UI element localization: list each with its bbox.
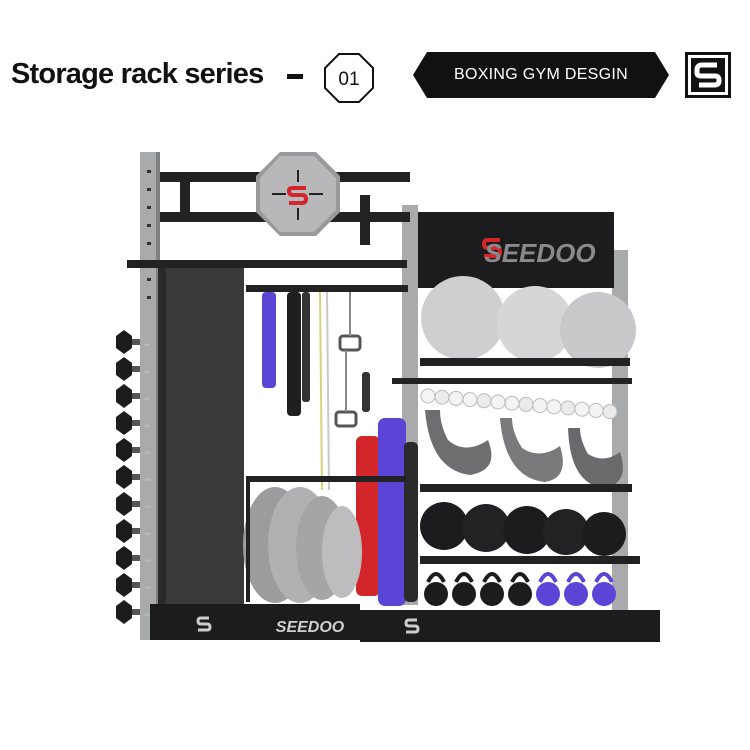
kettlebell [452, 572, 476, 606]
weight-plates [243, 476, 406, 603]
small-ball [448, 390, 464, 406]
kettlebell [424, 572, 448, 606]
small-ball [462, 392, 478, 408]
kettlebell [592, 572, 616, 606]
dumbbell: 10lb [116, 438, 152, 462]
dumbbell-weight-label: 15lb [143, 558, 151, 563]
dumbbell: 12lb [116, 492, 152, 516]
dumbbell-weight-label: 15lb [143, 531, 151, 536]
dumbbell: 10lb [116, 465, 152, 489]
target-pad [256, 152, 340, 236]
dumbbell: 20lb [116, 600, 152, 624]
dumbbell: 15lb [116, 519, 152, 543]
floor-mat-panel [158, 268, 244, 608]
small-ball [434, 389, 450, 405]
base-brand: SEEDOO [276, 619, 345, 636]
small-ball [574, 401, 590, 417]
kettlebells [424, 572, 616, 606]
small-ball [420, 388, 436, 404]
dumbbell-weight-label: 10lb [143, 477, 151, 482]
dumbbell-weight-label: 8lb [144, 396, 150, 401]
dumbbell-weight-label: 20lb [143, 612, 151, 617]
dumbbell: 8lb [116, 384, 150, 408]
dumbbell: 5lb [116, 357, 150, 381]
dumbbell-weight-label: 12lb [143, 504, 151, 509]
dumbbell-weight-label: 5lb [144, 342, 150, 347]
small-ball [546, 399, 562, 415]
dumbbell-weight-label: 8lb [144, 423, 150, 428]
small-ball [490, 394, 506, 410]
dumbbell-weight-label: 10lb [143, 450, 151, 455]
series-number-badge: 01 [324, 53, 374, 103]
dumbbell: 20lb [116, 573, 152, 597]
medicine-balls [420, 502, 640, 564]
top-brand-sign: SEEDOO [418, 212, 614, 288]
bands-hanger [246, 285, 408, 491]
small-ball [560, 400, 576, 416]
dumbbell: 8lb [116, 411, 150, 435]
page-title: Storage rack series [11, 58, 264, 90]
dumbbell-weight-label: 5lb [144, 369, 150, 374]
series-number: 01 [338, 69, 359, 90]
small-ball [532, 398, 548, 414]
kettlebell [508, 572, 532, 606]
small-ball [504, 395, 520, 411]
category-pill [413, 52, 669, 98]
title-dash [287, 74, 303, 79]
storage-rack-illustration: 5lb 5lb 8lb 8lb 10lb 10lb 12lb 15lb 15lb 20lb 20lb… [116, 152, 660, 642]
top-sign-brand: SEEDOO [484, 238, 595, 268]
rack-base: SEEDOO [150, 604, 660, 642]
kettlebell [480, 572, 504, 606]
small-balls-row [392, 378, 632, 420]
seedoo-s-logo-icon [685, 52, 731, 98]
dumbbell-rack: 5lb 5lb 8lb 8lb 10lb 10lb 12lb 15lb 15lb 20lb 20lb [116, 330, 152, 624]
foam-rollers [356, 418, 418, 606]
small-ball [602, 404, 618, 420]
kettlebell [564, 572, 588, 606]
sandbag-row [420, 410, 632, 492]
small-ball [588, 402, 604, 418]
kettlebell [536, 572, 560, 606]
stability-balls [420, 276, 636, 368]
category-label: BOXING GYM DESGIN [453, 66, 628, 83]
dumbbell: 5lb [116, 330, 150, 354]
small-ball [518, 396, 534, 412]
small-ball [476, 393, 492, 409]
dumbbell: 15lb [116, 546, 152, 570]
dumbbell-weight-label: 20lb [143, 585, 151, 590]
